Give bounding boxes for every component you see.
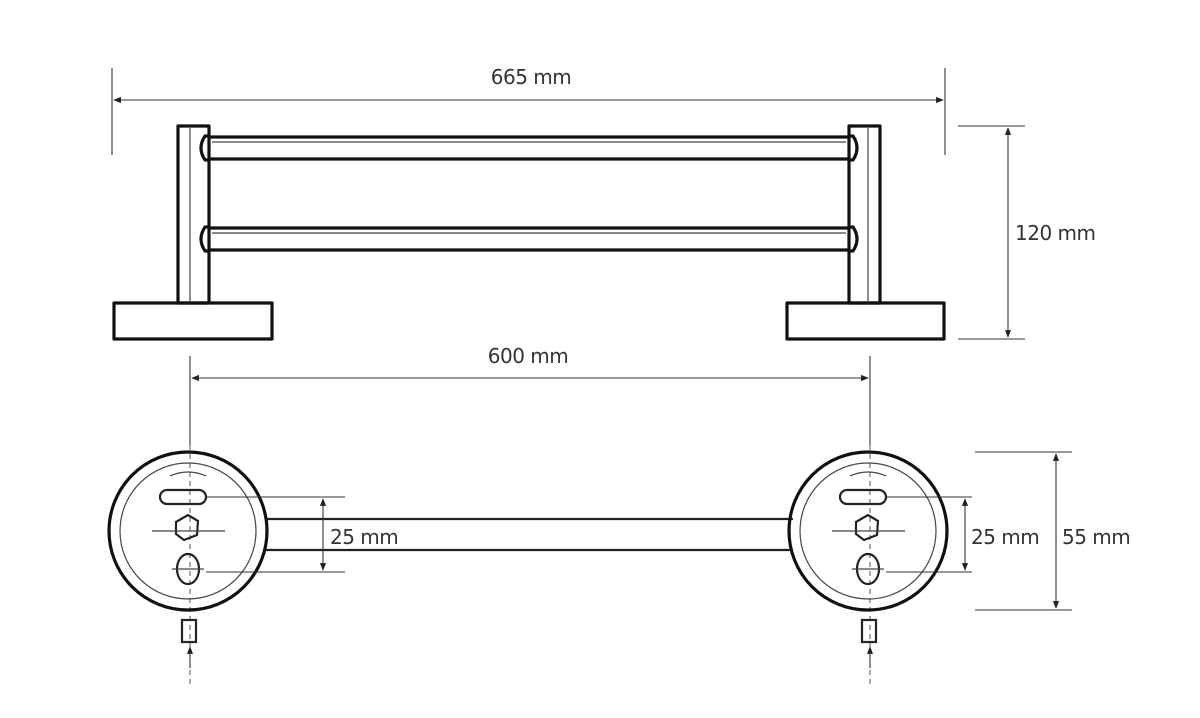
right-post <box>847 124 882 305</box>
overall-width-label: 665 mm <box>491 65 572 89</box>
front-view: 665 mm <box>111 65 1096 341</box>
left-hole-gap-dimension: 25 mm <box>206 496 399 573</box>
right-hole-gap-dimension: 25 mm <box>886 496 1040 573</box>
top-bar <box>264 517 794 552</box>
upper-bar <box>199 134 859 162</box>
right-upper-slot <box>838 488 888 506</box>
left-center-hole <box>174 513 200 542</box>
overall-width-dimension: 665 mm <box>111 65 946 155</box>
left-post <box>176 124 211 305</box>
right-wall-anchor <box>860 618 878 644</box>
right-base-plate <box>785 301 946 341</box>
left-mounting-plate <box>107 450 269 668</box>
plate-diameter-dimension: 55 mm <box>975 451 1131 611</box>
left-wall-anchor <box>180 618 198 644</box>
height-dimension: 120 mm <box>958 125 1096 340</box>
right-hole-gap-label: 25 mm <box>971 525 1039 549</box>
top-view: 600 mm 25 mm <box>107 344 1131 686</box>
mount-spacing-label: 600 mm <box>488 344 569 368</box>
mount-spacing-dimension: 600 mm <box>189 344 871 445</box>
left-base-plate <box>112 301 274 341</box>
left-hole-gap-label: 25 mm <box>330 525 398 549</box>
lower-bar <box>199 225 859 253</box>
left-upper-slot <box>158 488 208 506</box>
plate-diameter-label: 55 mm <box>1062 525 1130 549</box>
right-mounting-plate <box>787 450 949 668</box>
height-label: 120 mm <box>1015 221 1096 245</box>
right-center-hole <box>854 513 880 542</box>
